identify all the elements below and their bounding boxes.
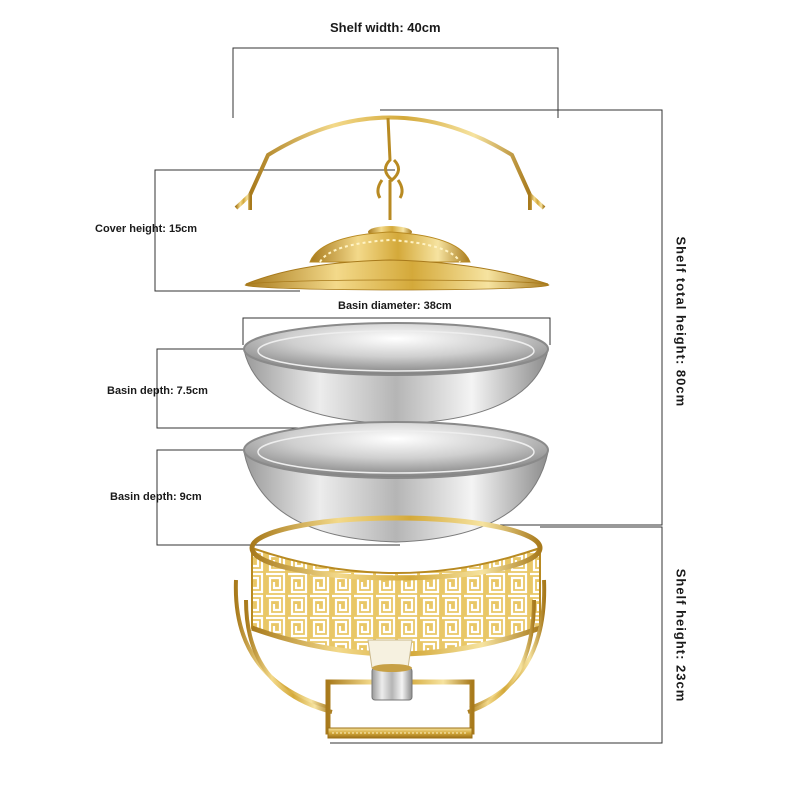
basin-depth-bottom-label: Basin depth: 9cm xyxy=(110,491,202,503)
basin-bottom xyxy=(243,421,549,543)
basin-diameter-label: Basin diameter: 38cm xyxy=(338,300,452,312)
basin-top xyxy=(243,322,549,425)
basin-depth-top-label: Basin depth: 7.5cm xyxy=(107,385,208,397)
shelf-height-label: Shelf height: 23cm xyxy=(673,568,689,703)
dimension-lines xyxy=(154,47,663,744)
burner-ring xyxy=(249,515,543,657)
shelf-width-label: Shelf width: 40cm xyxy=(330,20,441,35)
lid xyxy=(244,226,550,291)
shelf-total-height-label: Shelf total height: 80cm xyxy=(673,236,689,408)
fuel-burner-icon xyxy=(367,639,413,701)
stand-legs xyxy=(233,579,547,714)
hook-icon xyxy=(376,117,404,220)
frame-arch xyxy=(228,115,552,580)
cover-height-label: Cover height: 15cm xyxy=(95,223,198,235)
